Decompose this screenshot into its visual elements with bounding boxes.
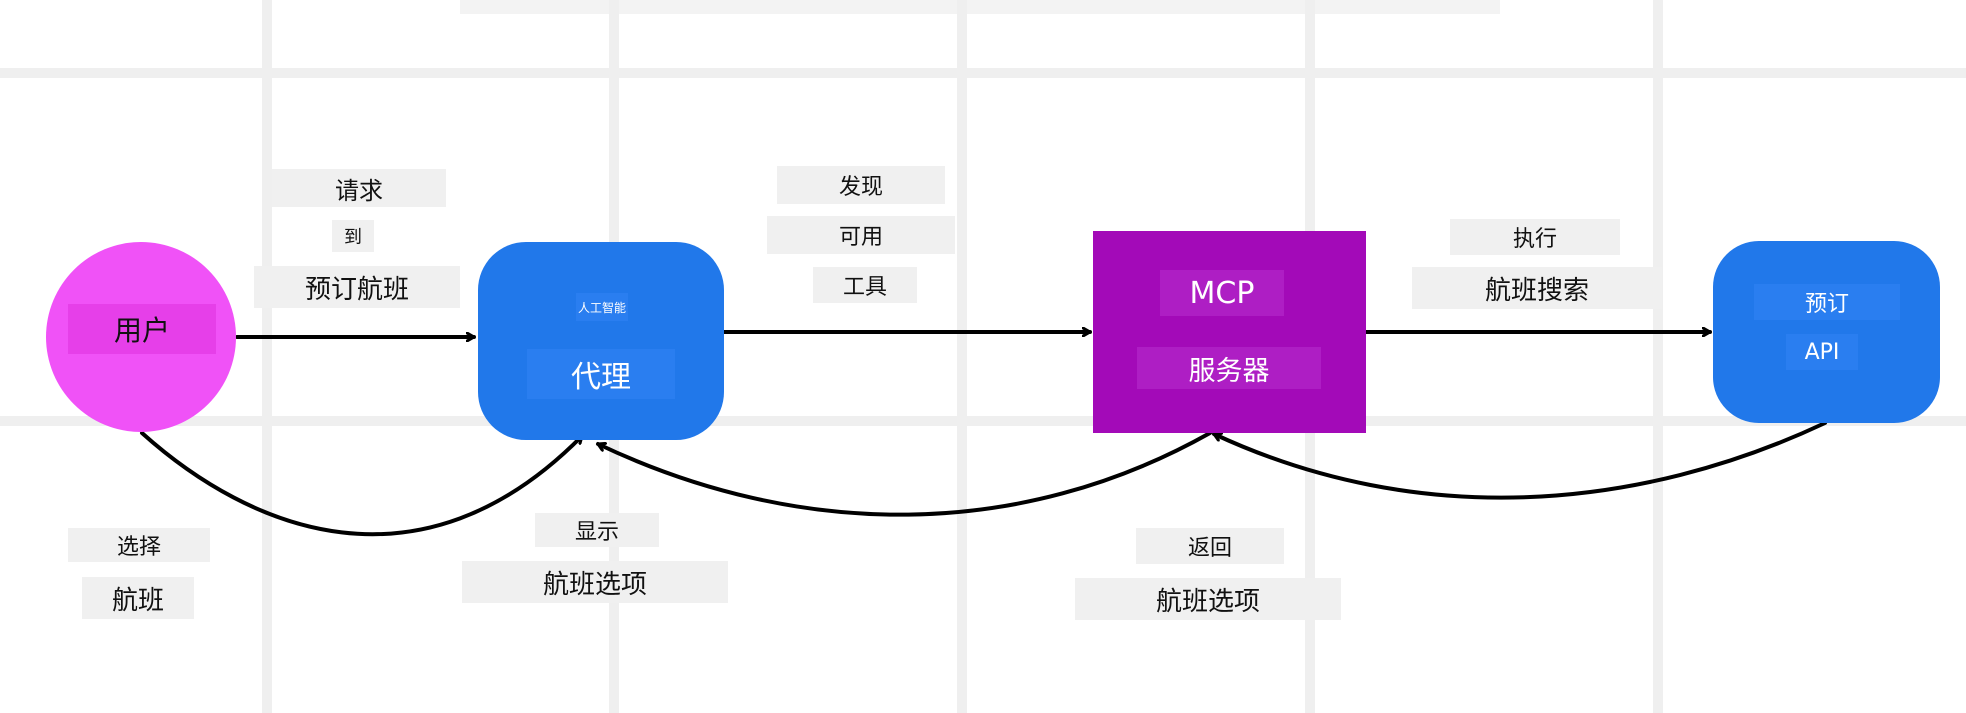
edge-label-select: 选择 xyxy=(68,528,210,562)
edge-label-flight-options-return: 航班选项 xyxy=(1075,578,1341,620)
edge-label-flight-search: 航班搜索 xyxy=(1412,267,1662,309)
edge-label-to: 到 xyxy=(332,220,374,252)
mcp-server-node-label-2: 服务器 xyxy=(1137,347,1321,389)
edge-label-available: 可用 xyxy=(767,216,955,254)
edge-label-return: 返回 xyxy=(1136,528,1284,564)
ai-agent-node-label: 代理 xyxy=(527,349,675,399)
edge-label-display: 显示 xyxy=(535,513,659,547)
mcp-server-node-label-1: MCP xyxy=(1160,270,1284,316)
booking-api-node xyxy=(1713,241,1940,423)
grid-line-horizontal xyxy=(0,68,1966,78)
mcp-server-node xyxy=(1093,231,1366,433)
edge-user-back-to-agent xyxy=(140,431,584,537)
grid-line-vertical xyxy=(1653,0,1663,713)
booking-api-node-label-2: API xyxy=(1786,334,1858,370)
edge-label-book-flight: 预订航班 xyxy=(254,266,460,308)
grid-line-horizontal xyxy=(0,416,1966,426)
booking-api-node-label-1: 预订 xyxy=(1754,284,1900,320)
edge-label-flight-options-display: 航班选项 xyxy=(462,561,728,603)
edge-label-flight: 航班 xyxy=(82,577,194,619)
edge-label-tools: 工具 xyxy=(813,267,917,303)
ai-agent-node-small-label: 人工智能 xyxy=(576,293,628,321)
edge-label-request: 请求 xyxy=(272,169,446,207)
user-node-label: 用户 xyxy=(68,304,216,354)
edge-api-back-to-mcp xyxy=(1212,421,1827,500)
ai-agent-node xyxy=(478,242,724,440)
edge-label-execute: 执行 xyxy=(1450,219,1620,255)
top-strip xyxy=(460,0,1500,14)
edge-mcp-back-to-agent xyxy=(596,431,1212,517)
edge-label-discover: 发现 xyxy=(777,166,945,204)
grid-line-vertical xyxy=(262,0,272,713)
grid-line-vertical xyxy=(957,0,967,713)
